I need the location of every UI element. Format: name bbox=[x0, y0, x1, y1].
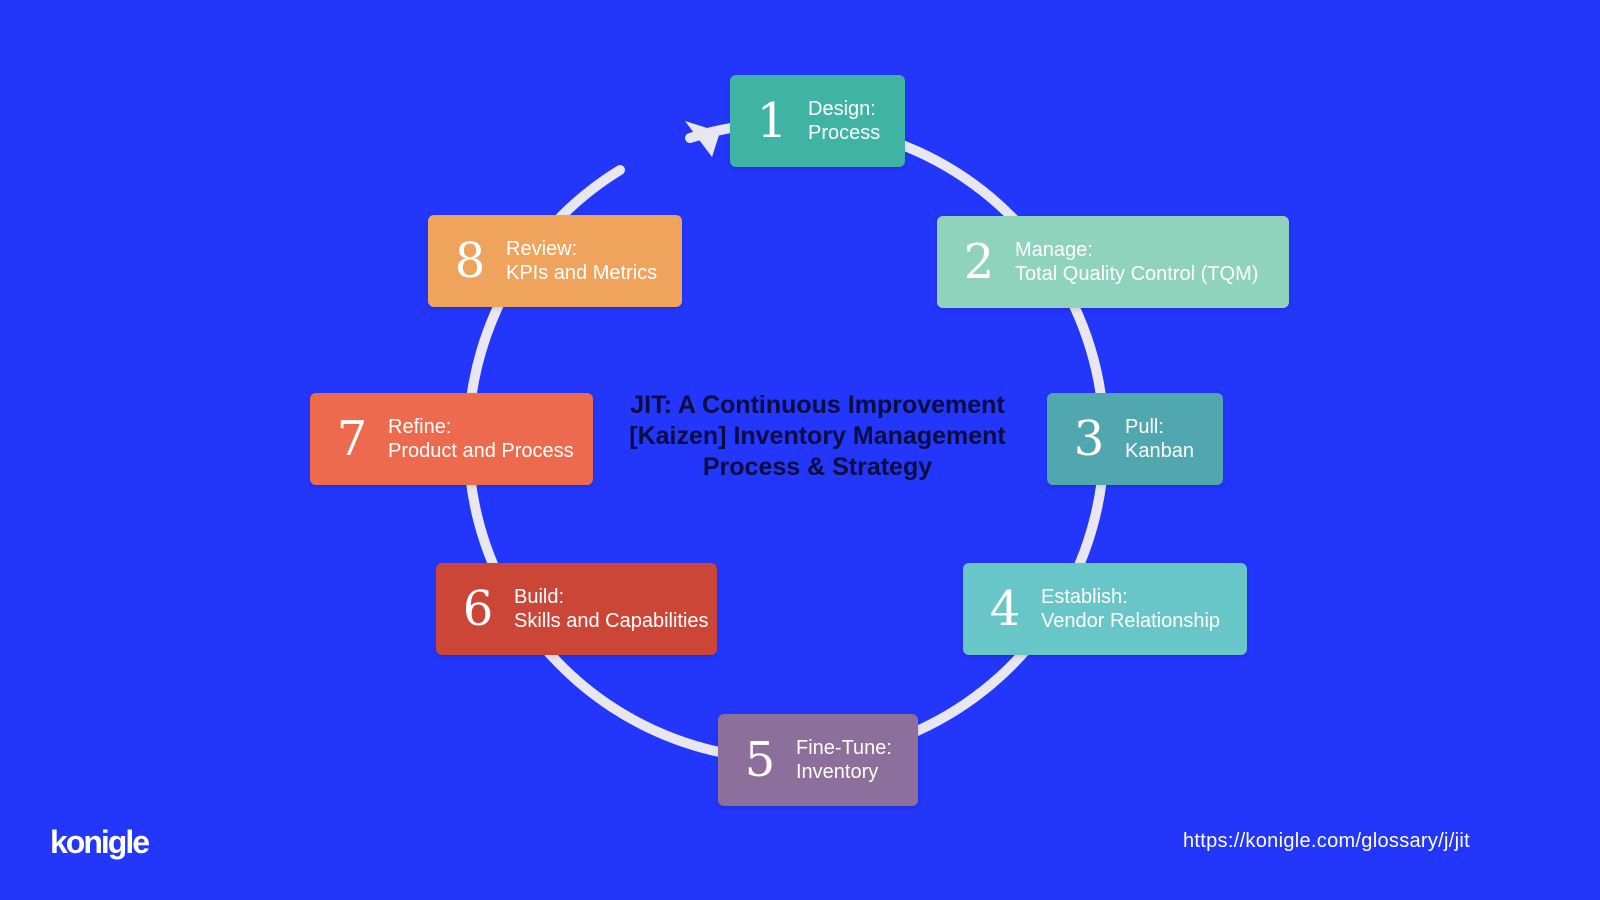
step-number: 8 bbox=[454, 233, 486, 289]
step-description: Vendor Relationship bbox=[1041, 610, 1221, 632]
diagram-title-line-3: Process & Strategy bbox=[702, 453, 933, 481]
step-card-8: 8 Review: KPIs and Metrics bbox=[428, 215, 682, 307]
step-card-5: 5 Fine-Tune: Inventory bbox=[718, 714, 918, 806]
step-label: Fine-Tune: bbox=[796, 737, 892, 759]
step-card-2: 2 Manage: Total Quality Control (TQM) bbox=[937, 216, 1289, 308]
step-card-1: 1 Design: Process bbox=[730, 75, 905, 167]
step-number: 1 bbox=[756, 93, 788, 149]
step-label: Establish: bbox=[1041, 586, 1128, 608]
step-label: Design: bbox=[808, 98, 876, 120]
step-label: Refine: bbox=[388, 416, 452, 438]
step-card-6: 6 Build: Skills and Capabilities bbox=[436, 563, 717, 655]
step-card-4: 4 Establish: Vendor Relationship bbox=[963, 563, 1247, 655]
step-description: Process bbox=[808, 122, 881, 144]
step-label: Build: bbox=[514, 586, 565, 608]
step-label: Pull: bbox=[1125, 416, 1164, 438]
diagram-title-line-1: JIT: A Continuous Improvement bbox=[630, 391, 1005, 419]
step-number: 7 bbox=[336, 411, 368, 467]
step-description: Kanban bbox=[1125, 440, 1194, 462]
step-number: 2 bbox=[963, 234, 995, 290]
diagram-title-line-2: [Kaizen] Inventory Management bbox=[629, 422, 1006, 450]
step-number: 6 bbox=[462, 581, 494, 637]
brand-logo: konigle bbox=[50, 824, 150, 860]
step-number: 5 bbox=[744, 732, 776, 788]
diagram-title: JIT: A Continuous Improvement [Kaizen] I… bbox=[600, 390, 1035, 483]
step-description: Inventory bbox=[796, 761, 879, 783]
step-description: Total Quality Control (TQM) bbox=[1015, 263, 1259, 285]
source-url: https://konigle.com/glossary/j/jit bbox=[1183, 830, 1470, 852]
step-label: Review: bbox=[506, 238, 578, 260]
step-number: 3 bbox=[1073, 411, 1105, 467]
step-number: 4 bbox=[989, 581, 1021, 637]
step-description: KPIs and Metrics bbox=[506, 262, 658, 284]
step-label: Manage: bbox=[1015, 239, 1093, 261]
step-description: Skills and Capabilities bbox=[514, 610, 709, 632]
step-description: Product and Process bbox=[388, 440, 574, 462]
step-card-3: 3 Pull: Kanban bbox=[1047, 393, 1223, 485]
arrow-head-icon bbox=[685, 121, 720, 157]
step-card-7: 7 Refine: Product and Process bbox=[310, 393, 593, 485]
